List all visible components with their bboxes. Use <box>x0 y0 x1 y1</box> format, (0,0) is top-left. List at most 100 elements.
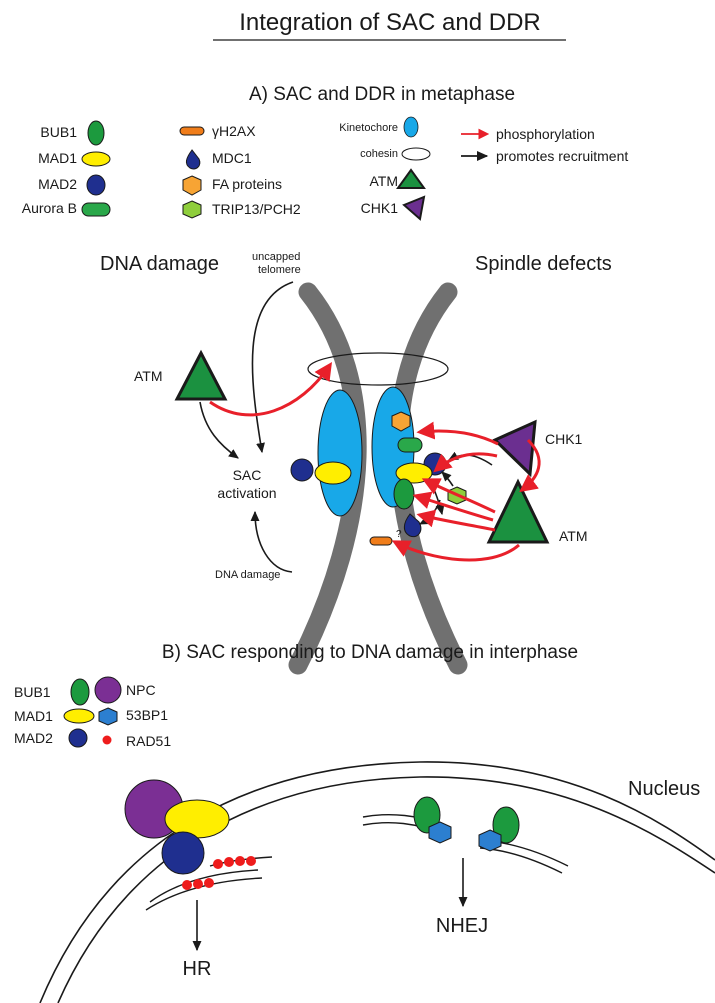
arrow-chk1-mad2 <box>448 451 493 466</box>
dna-hr-strand-1 <box>149 869 259 903</box>
legend-aurora-b-label: Aurora B <box>22 200 77 216</box>
nucleus-label: Nucleus <box>628 778 700 800</box>
legend-phospho-label: phosphorylation <box>496 126 595 142</box>
dna-nhej <box>362 813 569 874</box>
arrow-atm-gh2ax <box>391 540 520 562</box>
arrow-atm-mad1 <box>421 478 496 514</box>
legend-b-bub1-label: BUB1 <box>14 684 51 700</box>
rad51-icon <box>102 735 112 745</box>
dna-nhej-strand-4 <box>479 847 563 874</box>
arrow-chk1-aurora <box>416 421 499 446</box>
arrow-chk1-mad2-phos <box>433 452 498 473</box>
arrow-damage-sac <box>250 510 293 573</box>
rad51-dot <box>246 856 256 866</box>
uncapped-label-2: telomere <box>258 264 301 276</box>
chk1-icon <box>492 419 537 478</box>
cohesin-ring <box>307 352 449 386</box>
question-mark: ? <box>396 529 402 540</box>
fa-proteins-chr <box>391 411 411 432</box>
uncapped-label-1: uncapped <box>252 251 300 263</box>
arrow-atm-mdc1 <box>416 509 496 532</box>
aurora-b-chr <box>397 437 423 453</box>
inner-membrane <box>57 776 715 1003</box>
legend-cohesin-label: cohesin <box>360 148 398 160</box>
panel-a-heading: A) SAC and DDR in metaphase <box>249 84 515 105</box>
legend-trip13-label: TRIP13/PCH2 <box>212 201 301 217</box>
mdc1-icon <box>185 149 201 170</box>
arrow-atm-bub1 <box>412 491 494 522</box>
legend-fa-label: FA proteins <box>212 176 282 192</box>
panel-b-legend: BUB1 MAD1 MAD2 NPC 53BP1 RAD51 <box>14 676 171 749</box>
chk1-label: CHK1 <box>545 431 583 447</box>
fa-proteins-icon <box>182 175 202 196</box>
rad51-dot <box>182 880 192 890</box>
mad2-icon <box>86 174 106 196</box>
legend-gh2ax-label: γH2AX <box>212 123 256 139</box>
rad51-filament <box>182 856 256 890</box>
atm-right-icon <box>486 478 550 544</box>
legend-b-npc-label: NPC <box>126 682 156 698</box>
legend-mad2-label: MAD2 <box>38 176 77 192</box>
legend-mdc1-label: MDC1 <box>212 150 252 166</box>
trip13-icon <box>182 200 202 219</box>
legend-b-53bp1-label: 53BP1 <box>126 707 168 723</box>
legend-mad1-label: MAD1 <box>38 150 77 166</box>
kinetochore-left <box>317 389 363 517</box>
phosphorylation-arrows <box>209 362 541 562</box>
kinetochore-icon <box>403 116 419 138</box>
legend-bub1-label: BUB1 <box>40 124 77 140</box>
rad51-dot <box>204 878 214 888</box>
arrow-chk1-atm <box>519 438 541 493</box>
cohesin-icon <box>401 147 431 161</box>
mad1-icon <box>81 151 111 167</box>
arrow-telomere-sac <box>251 281 294 454</box>
legend-chk1-label: CHK1 <box>361 200 399 216</box>
legend-b-mad1-label: MAD1 <box>14 708 53 724</box>
rad51-dot <box>213 859 223 869</box>
bub1-chr <box>393 478 415 510</box>
figure-title: Integration of SAC and DDR <box>239 9 541 36</box>
panel-b-heading: B) SAC responding to DNA damage in inter… <box>162 642 578 663</box>
chk1-legend-icon <box>402 195 426 221</box>
dna-damage-heading: DNA damage <box>100 253 219 275</box>
nhej-label: NHEJ <box>436 915 488 937</box>
rad51-dot <box>235 856 245 866</box>
rad51-dot <box>193 879 203 889</box>
mad1-right <box>395 462 433 484</box>
atm-left-icon <box>174 349 228 401</box>
legend-kinetochore-label: Kinetochore <box>339 122 398 134</box>
sac-label-1: SAC <box>233 467 262 483</box>
aurora-b-icon <box>81 202 111 217</box>
atm-left-label: ATM <box>134 368 163 384</box>
bub1-nhej-left <box>413 796 441 834</box>
mad2-b-icon <box>68 728 88 748</box>
arrow-atm-sac <box>199 401 239 459</box>
npc-icon <box>94 676 122 704</box>
rad51-dot <box>224 857 234 867</box>
bub1-b-icon <box>70 678 90 706</box>
hr-label: HR <box>183 958 212 980</box>
mad1-left <box>314 461 352 485</box>
gh2ax-chr <box>369 536 393 546</box>
atm-legend-icon <box>396 168 426 189</box>
panel-a-legend: BUB1 MAD1 MAD2 Aurora B γH2AX MDC1 FA pr… <box>22 116 628 221</box>
mad1-hr <box>164 799 230 839</box>
outer-membrane <box>39 761 715 1003</box>
mad1-b-icon <box>63 708 95 724</box>
legend-b-rad51-label: RAD51 <box>126 733 171 749</box>
bub1-icon <box>87 120 105 146</box>
53bp1-icon <box>98 707 118 726</box>
nuclear-envelope <box>39 761 715 1003</box>
53bp1-nhej-left <box>428 821 452 844</box>
legend-recruit-label: promotes recruitment <box>496 148 628 164</box>
atm-right-label: ATM <box>559 528 588 544</box>
spindle-defects-heading: Spindle defects <box>475 253 612 275</box>
mad2-left <box>290 458 314 482</box>
legend-b-mad2-label: MAD2 <box>14 730 53 746</box>
53bp1-nhej-right <box>478 829 502 852</box>
gh2ax-icon <box>179 126 205 136</box>
legend-atm-label: ATM <box>369 173 398 189</box>
mad2-hr <box>161 831 205 875</box>
dna-damage-small-label: DNA damage <box>215 569 280 581</box>
